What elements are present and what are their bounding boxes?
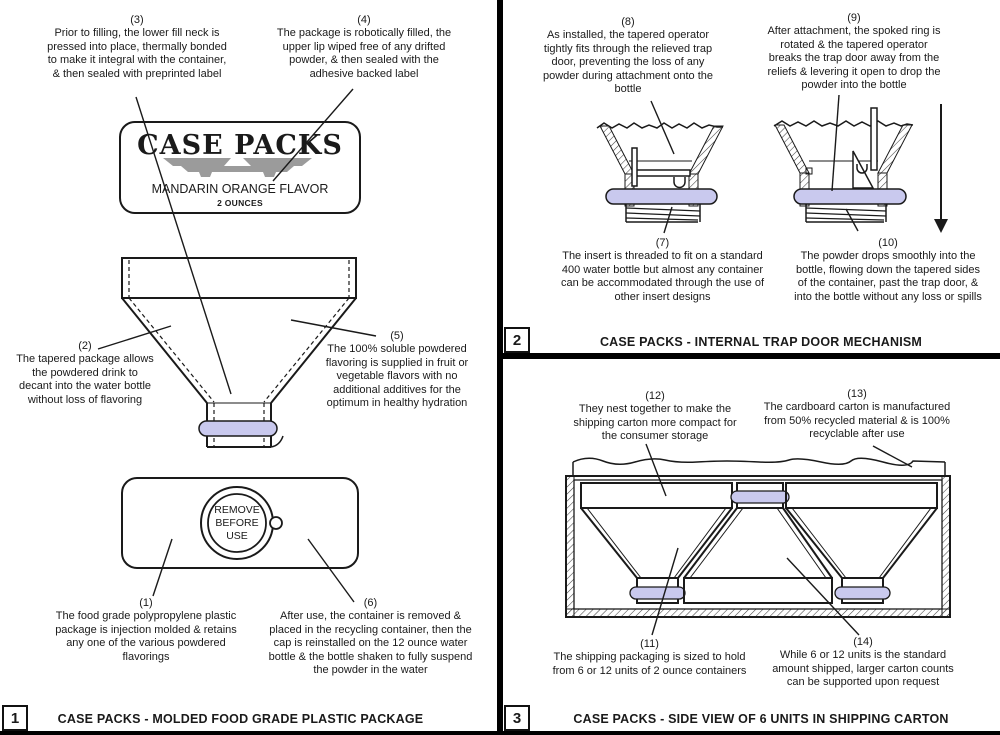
annotation-9-number: (9)	[847, 12, 861, 24]
cap-text-line: BEFORE	[215, 517, 259, 529]
figure-caption-3: CASE PACKS - SIDE VIEW OF 6 UNITS IN SHI…	[573, 712, 949, 726]
annotation-5-number: (5)	[390, 330, 404, 342]
annotation-5: (5) The 100% soluble powdered flavoring …	[318, 330, 476, 410]
cap-text-line: REMOVE	[214, 504, 260, 516]
figure-caption-1: CASE PACKS - MOLDED FOOD GRADE PLASTIC P…	[57, 712, 424, 726]
trap-door-open-drawing	[773, 107, 914, 223]
annotation-10-number: (10)	[878, 237, 898, 249]
annotation-5-text: The 100% soluble powdered flavoring is s…	[325, 343, 469, 410]
annotation-12-text: They nest together to make the shipping …	[573, 403, 737, 443]
horizontal-panel-divider	[503, 353, 1000, 359]
figure-number-3: 3	[504, 705, 530, 731]
leader-lines	[97, 88, 913, 636]
cap-text-line: USE	[226, 530, 248, 542]
trap-door-open-flap	[852, 150, 875, 189]
annotation-10: (10) The powder drops smoothly into the …	[790, 237, 986, 304]
annotation-7: (7) The insert is threaded to fit on a s…	[560, 237, 765, 304]
annotation-8: (8) As installed, the tapered operator t…	[538, 16, 718, 96]
annotation-7-number: (7)	[655, 237, 670, 249]
annotation-4: (4) The package is robotically filled, t…	[274, 14, 454, 81]
annotation-11-text: The shipping packaging is sized to hold …	[552, 651, 747, 677]
annotation-2: (2) The tapered package allows the powde…	[15, 340, 155, 407]
brand-name: CASE PACKS	[137, 130, 343, 161]
annotation-8-number: (8)	[621, 16, 635, 28]
cap-pull-tab	[269, 516, 283, 530]
annotation-13-number: (13)	[847, 388, 867, 400]
annotation-13: (13) The cardboard carton is manufacture…	[757, 388, 957, 442]
powder-drop-arrow	[934, 104, 948, 233]
trap-door-closed-drawing	[596, 122, 724, 223]
shipping-carton-drawing	[565, 457, 951, 618]
operator-rod	[631, 147, 638, 187]
annotation-10-text: The powder drops smoothly into the bottl…	[794, 250, 982, 303]
annotation-1-number: (1)	[139, 597, 153, 609]
annotation-6: (6) After use, the container is removed …	[268, 597, 473, 677]
annotation-11: (11) The shipping packaging is sized to …	[542, 638, 757, 678]
bottom-border	[0, 731, 1000, 735]
annotation-1: (1) The food grade polypropylene plastic…	[46, 597, 246, 664]
annotation-1-text: The food grade polypropylene plastic pac…	[55, 610, 237, 663]
annotation-13-text: The cardboard carton is manufactured fro…	[763, 401, 951, 441]
spoked-ring-closed	[605, 188, 718, 205]
annotation-2-number: (2)	[78, 340, 92, 352]
vertical-panel-divider	[497, 0, 503, 735]
annotation-9: (9) After attachment, the spoked ring is…	[763, 12, 945, 92]
fill-neck-ring	[198, 420, 278, 437]
trap-door-closed	[632, 169, 691, 177]
spoked-ring-open	[793, 188, 907, 205]
annotation-3-number: (3)	[130, 14, 144, 26]
annotation-6-number: (6)	[363, 597, 378, 609]
relief-hook	[673, 177, 686, 189]
cap-card-drawing	[121, 477, 359, 569]
annotation-6-text: After use, the container is removed & pl…	[268, 610, 473, 677]
annotation-3-text: Prior to filling, the lower fill neck is…	[47, 27, 227, 80]
brand-logo-wings	[163, 158, 312, 177]
annotation-2-text: The tapered package allows the powdered …	[16, 353, 154, 406]
annotation-4-number: (4)	[357, 14, 371, 26]
annotation-12: (12) They nest together to make the ship…	[565, 390, 745, 444]
figure-number-2: 2	[504, 327, 530, 353]
annotation-8-text: As installed, the tapered operator tight…	[542, 29, 713, 96]
cap-inner-circle	[207, 493, 267, 553]
figure-caption-2: CASE PACKS - INTERNAL TRAP DOOR MECHANIS…	[599, 335, 923, 349]
annotation-12-number: (12)	[645, 390, 665, 402]
annotation-3: (3) Prior to filling, the lower fill nec…	[47, 14, 227, 81]
tapered-package-drawing	[121, 257, 357, 448]
annotation-11-number: (11)	[640, 638, 659, 650]
carton-open-top	[572, 457, 946, 466]
annotation-9-text: After attachment, the spoked ring is rot…	[767, 25, 941, 92]
figure-number-1: 1	[2, 705, 28, 731]
annotation-4-text: The package is robotically filled, the u…	[276, 27, 452, 80]
annotation-7-text: The insert is threaded to fit on a stand…	[560, 250, 765, 303]
remove-before-use-label: REMOVE BEFORE USE	[197, 504, 277, 543]
net-weight-label: 2 OUNCES	[217, 198, 263, 208]
annotation-14-text: While 6 or 12 units is the standard amou…	[772, 649, 954, 689]
operator-rod-raised	[870, 107, 878, 171]
flavor-label: MANDARIN ORANGE FLAVOR	[151, 182, 329, 196]
relief-hook-open	[856, 164, 868, 174]
annotation-14: (14) While 6 or 12 units is the standard…	[765, 636, 961, 690]
annotation-14-number: (14)	[853, 636, 873, 648]
